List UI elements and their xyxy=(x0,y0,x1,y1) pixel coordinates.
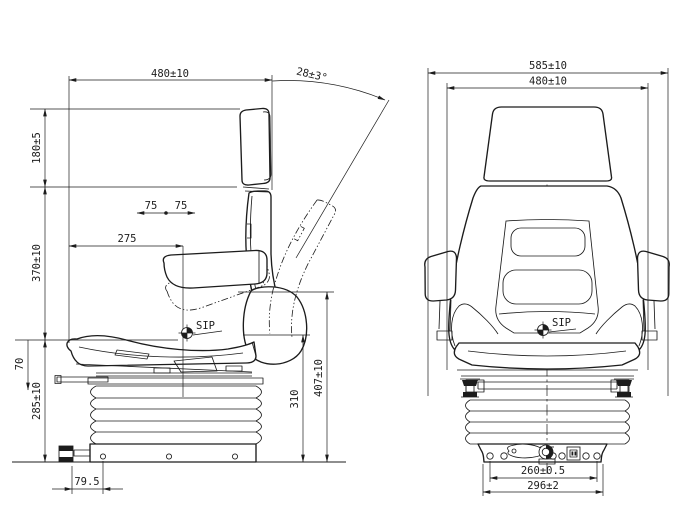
backrest-notch xyxy=(247,223,252,239)
backrest-reclined-dashed xyxy=(268,199,336,339)
side-view: 480±10 28±3° 180±5 370±10 75 75 275 70 2… xyxy=(12,66,390,494)
recline-leader-line xyxy=(295,99,390,259)
dim-label-backrest-height: 370±10 xyxy=(31,244,43,282)
armrest-side xyxy=(162,249,268,289)
height-adjust-lever xyxy=(507,443,556,465)
cushion-lever xyxy=(114,349,150,360)
dim-label-rail-offset: 79.5 xyxy=(74,476,99,488)
dim-label-mount-hole-spacing: 260±0.5 xyxy=(521,465,565,477)
dim-label-sip-height: 310 xyxy=(289,390,301,409)
sip-marker-rear xyxy=(534,321,577,339)
seat-bolster-side xyxy=(242,286,308,365)
dim-label-headrest-height: 180±5 xyxy=(31,132,43,164)
headrest-rear xyxy=(483,106,613,182)
sip-label-rear: SIP xyxy=(552,317,571,329)
side-view-dimensions xyxy=(15,75,334,494)
dim-label-overall-width: 585±10 xyxy=(529,60,567,72)
dim-label-slide-right: 75 xyxy=(175,200,188,212)
seat-cushion-side xyxy=(66,335,257,367)
dim-label-width-top: 480±10 xyxy=(151,68,189,80)
pan-cutout xyxy=(173,356,218,373)
dim-label-base-width: 296±2 xyxy=(527,480,559,492)
dim-label-cushion-height: 285±10 xyxy=(31,382,43,420)
sip-label-side: SIP xyxy=(196,320,215,332)
dim-label-sip-setback: 275 xyxy=(118,233,137,245)
bellows-rear xyxy=(465,399,630,445)
sip-marker-side xyxy=(178,324,223,342)
dim-label-slide-left: 75 xyxy=(145,200,158,212)
dim-label-armrest-height: 407±10 xyxy=(313,359,325,397)
dim-label-backrest-width: 480±10 xyxy=(529,76,567,88)
base-side xyxy=(58,443,257,463)
mount-bolt-right xyxy=(614,378,634,398)
rear-view-dimensions xyxy=(427,68,669,496)
rear-view: 585±10 480±10 260±0.5 296±2 SIP xyxy=(424,60,670,496)
armrest-right-rear xyxy=(595,250,670,347)
backrest-panel xyxy=(495,219,599,334)
headrest-side xyxy=(239,107,272,193)
mount-bolt-left xyxy=(460,378,480,398)
frame-rear xyxy=(457,369,638,393)
angle-arc xyxy=(272,80,386,101)
connector-block xyxy=(566,446,581,461)
dim-label-suspension-stroke: 70 xyxy=(14,358,26,371)
base-rear xyxy=(477,443,608,465)
suspension-bellows-side xyxy=(90,385,262,445)
cushion-rear xyxy=(453,342,641,370)
adjust-handle-side xyxy=(56,376,109,383)
slide-rails-side xyxy=(54,365,264,385)
